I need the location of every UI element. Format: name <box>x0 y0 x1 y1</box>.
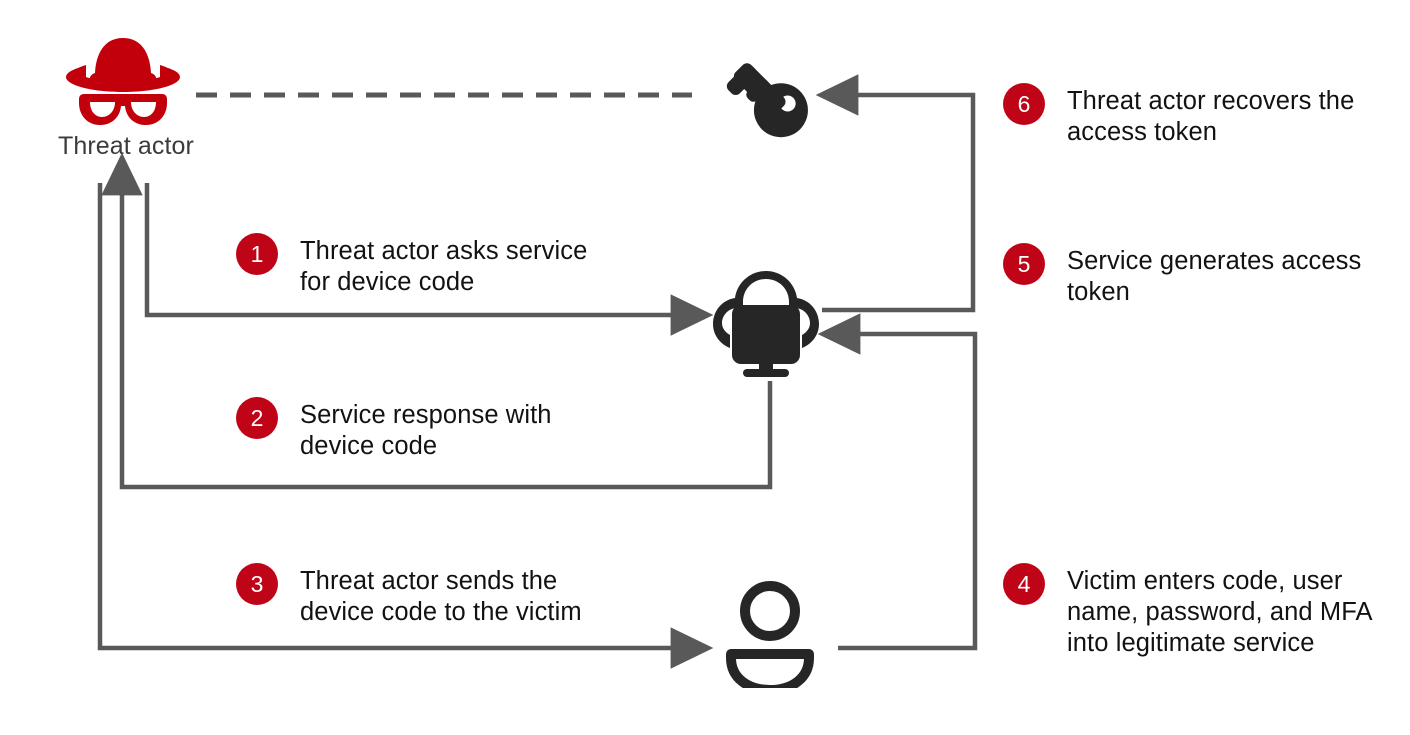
step-5-text: Service generates access token <box>1067 247 1362 306</box>
connector-step6 <box>815 74 976 313</box>
threat-actor-label: Threat actor <box>58 132 194 160</box>
node-key <box>715 45 820 155</box>
cloud-monitor-icon <box>713 271 819 377</box>
step-4: 4 Victim enters code, user name, passwor… <box>1003 563 1403 659</box>
step-2: 2 Service response with device code <box>236 397 656 462</box>
step-5-badge: 5 <box>1003 243 1045 285</box>
step-1: 1 Threat actor asks service for device c… <box>236 233 656 298</box>
node-service <box>706 265 826 386</box>
step-2-badge: 2 <box>236 397 278 439</box>
step-6-text: Threat actor recovers the access token <box>1067 87 1355 146</box>
step-1-text: Threat actor asks service for device cod… <box>300 237 588 296</box>
connector-step4 <box>817 313 978 651</box>
step-3-text: Threat actor sends the device code to th… <box>300 567 582 626</box>
node-victim <box>718 578 822 695</box>
step-4-text: Victim enters code, user name, password,… <box>1067 567 1373 657</box>
step-6-badge: 6 <box>1003 83 1045 125</box>
step-3: 3 Threat actor sends the device code to … <box>236 563 666 628</box>
key-icon <box>726 63 808 138</box>
step-1-badge: 1 <box>236 233 278 275</box>
step-2-text: Service response with device code <box>300 401 552 460</box>
step-4-badge: 4 <box>1003 563 1045 605</box>
person-icon <box>726 581 814 695</box>
step-5: 5 Service generates access token <box>1003 243 1403 308</box>
spy-hat-glasses-icon <box>66 38 180 125</box>
node-threat-actor: Threat actor <box>58 24 194 160</box>
step-3-badge: 3 <box>236 563 278 605</box>
step-6: 6 Threat actor recovers the access token <box>1003 83 1403 148</box>
